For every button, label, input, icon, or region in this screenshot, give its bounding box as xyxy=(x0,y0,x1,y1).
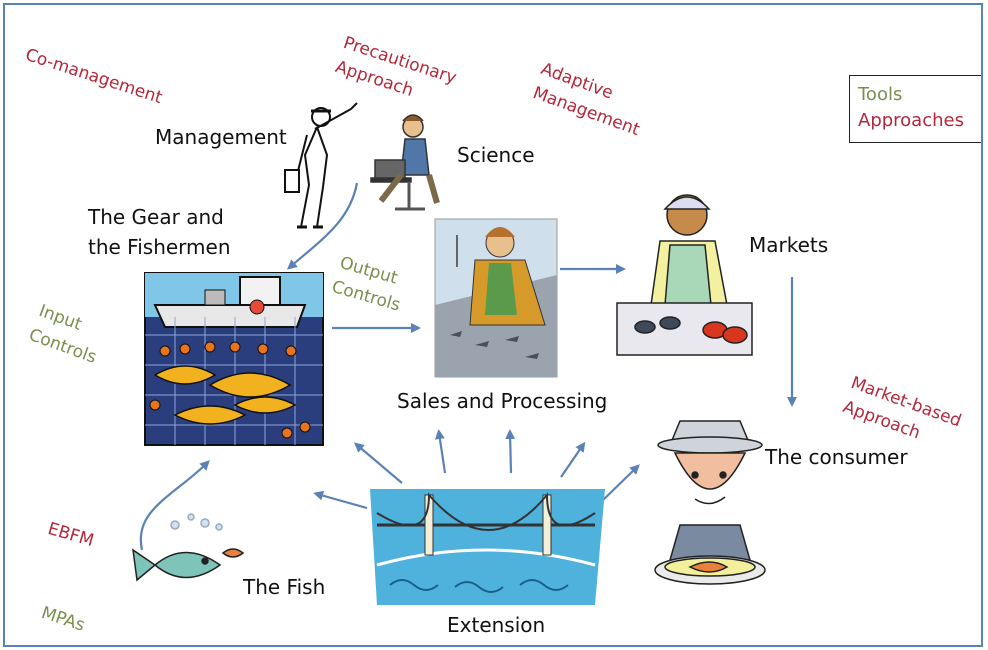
flow-arrows xyxy=(139,182,797,551)
label-extension: Extension xyxy=(447,613,546,637)
label-consumer: The consumer xyxy=(765,445,908,469)
gear-illustration xyxy=(144,272,324,446)
label-fish: The Fish xyxy=(243,575,326,599)
label-markets: Markets xyxy=(749,233,829,257)
arrow-extension-to-sales-2 xyxy=(505,429,516,474)
legend-tools: Tools xyxy=(858,84,903,105)
management-illustration xyxy=(284,102,358,229)
fish-illustration xyxy=(132,513,245,582)
arrow-extension-to-consumer xyxy=(601,464,640,502)
arrow-science-to-gear xyxy=(286,182,359,270)
markets-illustration xyxy=(616,194,753,356)
label-science: Science xyxy=(457,143,535,167)
legend-box: Tools Approaches xyxy=(849,75,981,143)
label-gear-line1: The Gear and xyxy=(88,205,224,229)
diagram-frame: Management Science The Gear and the Fish… xyxy=(3,3,983,647)
label-gear-line2: the Fishermen xyxy=(88,235,231,259)
arrow-extension-to-gear xyxy=(353,442,403,484)
label-management: Management xyxy=(155,125,287,149)
consumer-illustration xyxy=(654,420,766,585)
arrow-extension-to-fish xyxy=(313,490,368,510)
legend-approaches: Approaches xyxy=(858,110,964,131)
arrow-extension-to-sales-1 xyxy=(434,429,447,474)
sales-illustration xyxy=(434,218,558,378)
label-sales-processing: Sales and Processing xyxy=(397,389,608,413)
diagram-canvas xyxy=(132,102,797,605)
bridge-illustration xyxy=(370,489,605,605)
science-illustration xyxy=(370,114,440,211)
arrow-extension-to-sales-3 xyxy=(560,441,586,478)
arrow-fish-to-gear xyxy=(139,460,210,551)
